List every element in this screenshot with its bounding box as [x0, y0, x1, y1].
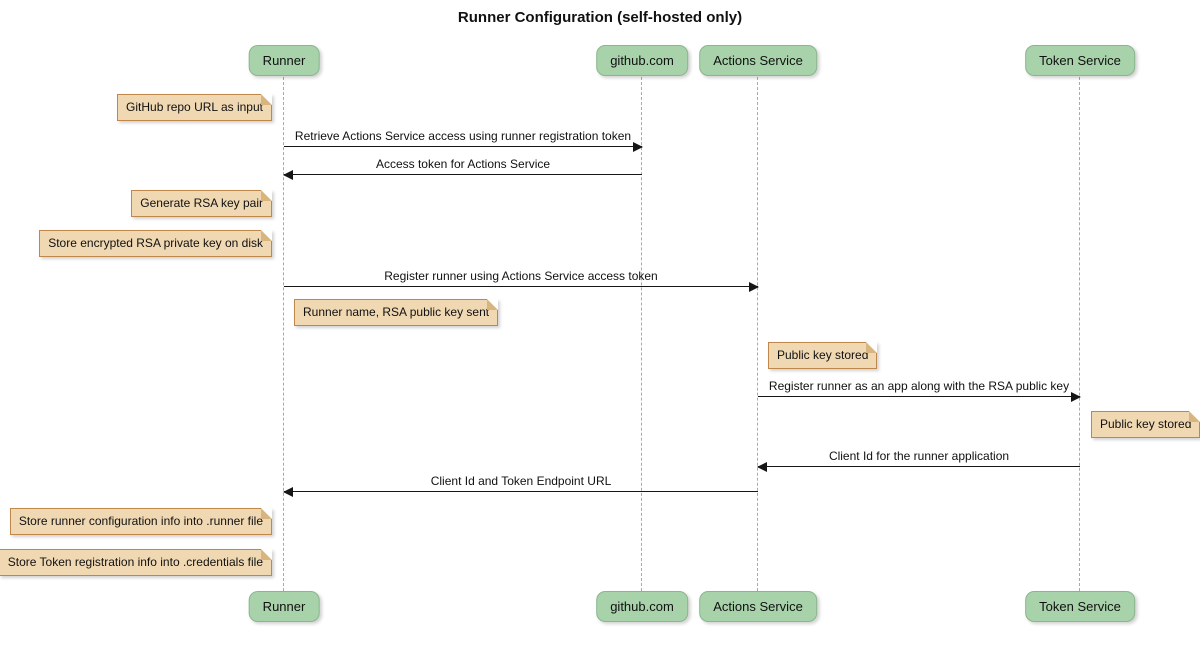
participant-actions-service-bottom: Actions Service [699, 591, 817, 622]
message-label: Retrieve Actions Service access using ru… [294, 129, 632, 143]
message-retrieve-actions-access: Retrieve Actions Service access using ru… [284, 129, 643, 152]
lifeline-runner [283, 77, 284, 591]
participant-runner-top: Runner [248, 45, 320, 76]
note-public-key-stored-actions: Public key stored [768, 342, 878, 369]
message-label: Client Id for the runner application [828, 449, 1010, 463]
arrowhead-right-icon [1071, 392, 1081, 402]
arrowhead-left-icon [283, 170, 293, 180]
lifeline-token-service [1079, 77, 1080, 591]
participant-token-service-top: Token Service [1025, 45, 1135, 76]
message-label: Client Id and Token Endpoint URL [430, 474, 612, 488]
message-client-id-for-runner-app: Client Id for the runner application [757, 449, 1080, 472]
message-register-runner: Register runner using Actions Service ac… [284, 269, 759, 292]
participant-runner-bottom: Runner [248, 591, 320, 622]
participant-github-com-top: github.com [596, 45, 688, 76]
message-client-id-token-endpoint: Client Id and Token Endpoint URL [283, 474, 758, 497]
participant-actions-service-top: Actions Service [699, 45, 817, 76]
note-store-runner-config: Store runner configuration info into .ru… [9, 508, 273, 535]
arrowhead-right-icon [749, 282, 759, 292]
message-access-token-returned: Access token for Actions Service [283, 157, 642, 180]
note-public-key-stored-token: Public key stored [1091, 411, 1200, 438]
message-label: Register runner as an app along with the… [768, 379, 1070, 393]
message-line [284, 286, 758, 287]
message-line [284, 146, 642, 147]
lifeline-github-com [641, 77, 642, 591]
participant-github-com-bottom: github.com [596, 591, 688, 622]
participant-token-service-bottom: Token Service [1025, 591, 1135, 622]
arrowhead-right-icon [633, 142, 643, 152]
message-line [758, 466, 1080, 467]
message-line [284, 491, 758, 492]
note-runner-name-public-key-sent: Runner name, RSA public key sent [294, 299, 499, 326]
lifeline-actions-service [757, 77, 758, 591]
message-register-runner-as-app: Register runner as an app along with the… [758, 379, 1081, 402]
message-line [758, 396, 1080, 397]
note-github-repo-url-input: GitHub repo URL as input [117, 94, 272, 121]
message-line [284, 174, 642, 175]
note-store-encrypted-private-key: Store encrypted RSA private key on disk [39, 230, 272, 257]
arrowhead-left-icon [757, 462, 767, 472]
message-label: Register runner using Actions Service ac… [384, 269, 658, 283]
note-generate-rsa-key-pair: Generate RSA key pair [131, 190, 272, 217]
note-store-token-registration: Store Token registration info into .cred… [0, 549, 273, 576]
arrowhead-left-icon [283, 487, 293, 497]
message-label: Access token for Actions Service [375, 157, 551, 171]
diagram-title: Runner Configuration (self-hosted only) [457, 9, 743, 26]
